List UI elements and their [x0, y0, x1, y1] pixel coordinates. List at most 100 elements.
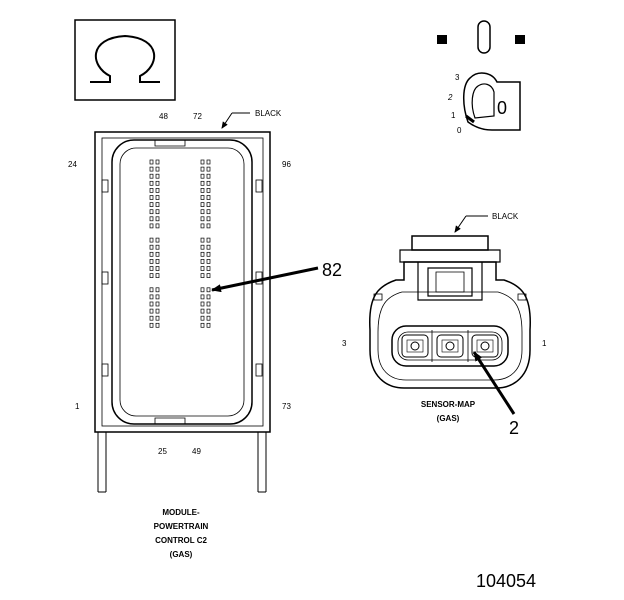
pcm-terminal-cavity	[200, 273, 205, 278]
key-position-symbol: 3 2 1 0 0	[437, 20, 525, 135]
pcm-terminal-grid	[149, 159, 211, 328]
pcm-pin-72-label: 72	[193, 112, 202, 121]
pcm-terminal-cavity	[149, 188, 154, 193]
key-position-1: 1	[451, 111, 456, 120]
map-terminal-3	[401, 334, 429, 358]
pcm-terminal-cavity	[200, 209, 205, 215]
pcm-terminal-cavity	[149, 244, 154, 250]
pcm-terminal-cavity	[200, 259, 205, 264]
pcm-callout-number: 82	[322, 260, 342, 280]
pcm-terminal-cavity	[155, 188, 160, 193]
pcm-caption-line-1: MODULE-	[162, 508, 200, 517]
pcm-terminal-cavity	[149, 251, 154, 257]
pcm-terminal-cavity	[206, 166, 211, 172]
pcm-pin-1-label: 1	[75, 402, 80, 411]
pcm-terminal-cavity	[206, 209, 211, 215]
key-position-3: 3	[455, 73, 460, 82]
pcm-terminal-cavity	[149, 202, 154, 207]
pcm-caption-line-4: (GAS)	[170, 550, 193, 559]
omega-symbol-box: Ω	[74, 19, 176, 101]
pcm-callout-arrow	[211, 266, 319, 293]
pcm-terminal-cavity	[149, 195, 154, 200]
pcm-terminal-cavity	[206, 159, 211, 165]
pcm-terminal-cavity	[200, 308, 205, 314]
map-callout-arrow	[472, 351, 516, 415]
pcm-terminal-cavity	[155, 287, 160, 293]
pcm-terminal-cavity	[155, 315, 160, 321]
pcm-terminal-cavity	[155, 195, 160, 200]
pcm-terminal-cavity	[149, 322, 154, 328]
pcm-terminal-cavity	[149, 273, 154, 278]
pcm-terminal-cavity	[206, 287, 211, 293]
pcm-terminal-cavity	[149, 223, 154, 229]
pcm-terminal-cavity	[155, 322, 160, 328]
pcm-terminal-cavity	[200, 244, 205, 250]
pcm-caption-line-2: POWERTRAIN	[154, 522, 209, 531]
pcm-terminal-cavity	[200, 188, 205, 193]
pcm-terminal-cavity	[155, 294, 160, 300]
pcm-terminal-cavity	[206, 173, 211, 179]
pcm-terminal-cavity	[149, 209, 154, 215]
pcm-terminal-cavity	[149, 180, 154, 186]
pcm-terminal-cavity	[206, 266, 211, 271]
pcm-terminal-cavity	[200, 159, 205, 165]
map-sensor-connector: BLACK 3 1 2 SENSOR-MAP (GAS)	[342, 212, 547, 438]
pcm-terminal-cavity	[149, 308, 154, 314]
pcm-terminal-cavity	[206, 188, 211, 193]
pcm-terminal-cavity	[149, 301, 154, 307]
pcm-terminal-cavity	[200, 287, 205, 293]
pcm-pin-24-label: 24	[68, 160, 77, 169]
map-pin-3-label: 3	[342, 339, 347, 348]
pcm-terminal-cavity	[200, 195, 205, 200]
pcm-terminal-cavity	[206, 259, 211, 264]
pcm-terminal-cavity	[149, 173, 154, 179]
pcm-terminal-cavity	[149, 166, 154, 172]
pcm-terminal-cavity	[149, 259, 154, 264]
pcm-terminal-cavity	[155, 259, 160, 264]
pcm-terminal-cavity	[206, 180, 211, 186]
pcm-terminal-cavity	[200, 251, 205, 257]
pcm-terminal-cavity	[206, 195, 211, 200]
pcm-terminal-cavity	[155, 308, 160, 314]
map-callout-number: 2	[509, 418, 519, 438]
pcm-connector: BLACK 48 72 24 96 1 73 25 49 82 MODULE- …	[68, 109, 342, 559]
pcm-terminal-cavity	[149, 287, 154, 293]
pcm-terminal-cavity	[206, 216, 211, 222]
pcm-terminal-cavity	[155, 202, 160, 207]
pcm-terminal-cavity	[200, 294, 205, 300]
pcm-terminal-cavity	[155, 266, 160, 271]
pcm-terminal-cavity	[155, 273, 160, 278]
pcm-terminal-cavity	[155, 209, 160, 215]
pcm-terminal-cavity	[206, 301, 211, 307]
pcm-pin-48-label: 48	[159, 112, 168, 121]
pcm-terminal-cavity	[206, 251, 211, 257]
pcm-terminal-cavity	[155, 251, 160, 257]
pcm-terminal-cavity	[149, 216, 154, 222]
pcm-terminal-cavity	[155, 173, 160, 179]
pcm-color-label: BLACK	[255, 109, 282, 118]
pcm-terminal-cavity	[200, 180, 205, 186]
pcm-pin-49-label: 49	[192, 447, 201, 456]
pcm-terminal-cavity	[155, 237, 160, 243]
pcm-terminal-cavity	[206, 322, 211, 328]
pcm-terminal-cavity	[155, 159, 160, 165]
pcm-pin-73-label: 73	[282, 402, 291, 411]
omega-symbol-text: Ω	[125, 59, 126, 61]
pcm-terminal-cavity	[155, 216, 160, 222]
pcm-terminal-cavity	[149, 237, 154, 243]
map-caption-line-2: (GAS)	[437, 414, 460, 423]
pcm-terminal-cavity	[200, 223, 205, 229]
pcm-terminal-cavity	[200, 216, 205, 222]
pcm-terminal-cavity	[206, 308, 211, 314]
pcm-terminal-cavity	[155, 166, 160, 172]
pcm-pin-96-label: 96	[282, 160, 291, 169]
pcm-terminal-cavity	[200, 322, 205, 328]
pcm-caption-line-3: CONTROL C2	[155, 536, 207, 545]
pcm-terminal-cavity	[149, 266, 154, 271]
map-pin-1-label: 1	[542, 339, 547, 348]
pcm-terminal-cavity	[200, 266, 205, 271]
pcm-terminal-cavity	[155, 180, 160, 186]
pcm-terminal-cavity	[149, 315, 154, 321]
pcm-terminal-cavity	[200, 202, 205, 207]
pcm-terminal-cavity	[200, 166, 205, 172]
